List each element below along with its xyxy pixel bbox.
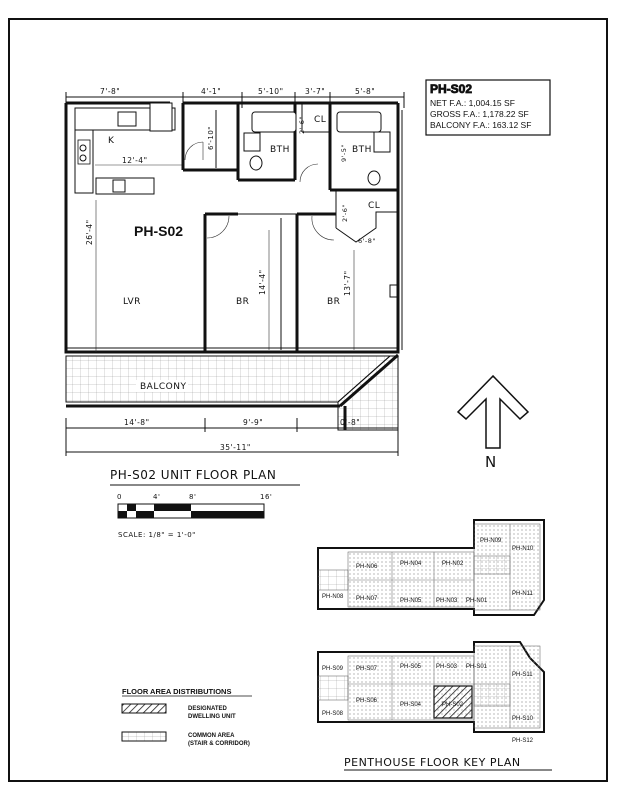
- room-balcony: BALCONY: [140, 382, 186, 392]
- key-unit-ph-s11: PH-S11: [512, 672, 533, 678]
- key-unit-ph-n07: PH-N07: [356, 596, 378, 602]
- sheet-border: [8, 18, 608, 782]
- dim-closet-a: 6'-10": [207, 126, 215, 150]
- scale-label: SCALE: 1/8" = 1'-0": [118, 531, 196, 539]
- dim-top-1: 7'-8": [100, 87, 120, 96]
- dim-overall: 35'-11": [220, 443, 251, 452]
- room-closet-1: CL: [314, 115, 326, 125]
- room-kitchen: K: [108, 136, 115, 146]
- legend-swatch-dwelling: [121, 703, 167, 714]
- key-unit-ph-s04: PH-S04: [400, 702, 422, 708]
- key-unit-ph-n10: PH-N10: [512, 546, 534, 552]
- scale-tick-16: 16': [260, 493, 272, 501]
- dim-kitchen-width: 12'-4": [122, 156, 148, 165]
- area-box-title: PH-S02: [430, 82, 472, 96]
- key-unit-ph-n08: PH-N08: [322, 594, 344, 600]
- dim-bottom-1: 14'-8": [124, 418, 150, 427]
- key-unit-ph-s10: PH-S10: [512, 716, 534, 722]
- legend-common-line2: (STAIR & CORRIDOR): [188, 741, 250, 747]
- scale-tick-8: 8': [189, 493, 196, 501]
- key-unit-ph-n04: PH-N04: [400, 561, 422, 567]
- key-unit-ph-n03: PH-N03: [436, 598, 458, 604]
- dim-bottom-3: 0'-8": [340, 418, 360, 427]
- unit-label: PH-S02: [134, 223, 183, 239]
- legend-dwelling-line2: DWELLING UNIT: [188, 714, 236, 720]
- dim-top-4: 3'-7": [305, 87, 325, 96]
- key-unit-ph-n05: PH-N05: [400, 598, 422, 604]
- dim-closet-b: 2'-6": [298, 116, 306, 134]
- key-unit-ph-s05: PH-S05: [400, 664, 422, 670]
- room-living: LVR: [123, 297, 141, 307]
- legend-common-line1: COMMON AREA: [188, 733, 235, 739]
- dim-bedroom-center: 14'-4": [258, 269, 267, 295]
- dim-top-2: 4'-1": [201, 87, 221, 96]
- room-bath-1: BTH: [270, 145, 290, 155]
- room-bedroom-2: BR: [327, 297, 340, 307]
- dim-bottom-2: 9'-9": [243, 418, 263, 427]
- room-closet-2: CL: [368, 201, 380, 211]
- legend-swatch-common: [121, 731, 167, 742]
- key-unit-ph-s12: PH-S12: [512, 738, 534, 744]
- area-info-box: PH-S02 NET F.A.: 1,004.15 SF GROSS F.A.:…: [425, 79, 551, 136]
- dim-top-5: 5'-8": [355, 87, 375, 96]
- dim-top-3: 5'-10": [258, 87, 284, 96]
- north-arrow: N: [456, 374, 530, 471]
- key-unit-ph-s08: PH-S08: [322, 711, 344, 717]
- key-unit-ph-s09: PH-S09: [322, 666, 344, 672]
- gross-area: GROSS F.A.: 1,178.22 SF: [430, 109, 529, 119]
- key-unit-ph-n02: PH-N02: [442, 561, 464, 567]
- key-unit-ph-s07: PH-S07: [356, 666, 378, 672]
- legend-dwelling-line1: DESIGNATED: [188, 706, 228, 712]
- key-plan-title: PENTHOUSE FLOOR KEY PLAN: [344, 756, 521, 769]
- key-highlight-ph-s02: [433, 685, 473, 719]
- room-bath-2: BTH: [352, 145, 372, 155]
- room-bedroom-1: BR: [236, 297, 249, 307]
- key-plan: PH-N10 PH-N09 PH-N06 PH-N04 PH-N02 PH-N0…: [317, 519, 545, 744]
- dim-bath-right: 9'-5": [340, 144, 348, 162]
- scale-bar: 0 4' 8' 16' SCALE: 1/8" = 1'-0": [117, 493, 272, 539]
- scale-tick-4: 4': [153, 493, 160, 501]
- floor-area-legend: FLOOR AREA DISTRIBUTIONS DESIGNATED DWEL…: [121, 687, 252, 747]
- balcony-area: BALCONY F.A.: 163.12 SF: [430, 120, 531, 130]
- key-unit-ph-s03: PH-S03: [436, 664, 458, 670]
- dim-closet-c-width: 6'-8": [358, 237, 376, 245]
- dim-closet-c: 2'-6": [341, 204, 349, 222]
- plan-title: PH-S02 UNIT FLOOR PLAN: [110, 468, 276, 482]
- key-unit-ph-s06: PH-S06: [356, 698, 378, 704]
- legend-title: FLOOR AREA DISTRIBUTIONS: [122, 687, 231, 696]
- key-unit-ph-s02: PH-S02: [442, 702, 464, 708]
- key-unit-ph-n01: PH-N01: [466, 598, 488, 604]
- dim-bedroom-right: 13'-7": [343, 270, 352, 296]
- key-unit-ph-n06: PH-N06: [356, 564, 378, 570]
- north-label: N: [485, 453, 497, 471]
- dim-living-depth: 26'-4": [85, 219, 94, 245]
- unit-floor-plan: 7'-8" 4'-1" 5'-10" 3'-7" 5'-8" K 12'-4" …: [64, 87, 405, 456]
- scale-tick-0: 0: [117, 493, 122, 501]
- key-unit-ph-n09: PH-N09: [480, 538, 502, 544]
- key-unit-ph-s01: PH-S01: [466, 664, 488, 670]
- net-area: NET F.A.: 1,004.15 SF: [430, 98, 515, 108]
- key-unit-ph-n11: PH-N11: [512, 591, 534, 597]
